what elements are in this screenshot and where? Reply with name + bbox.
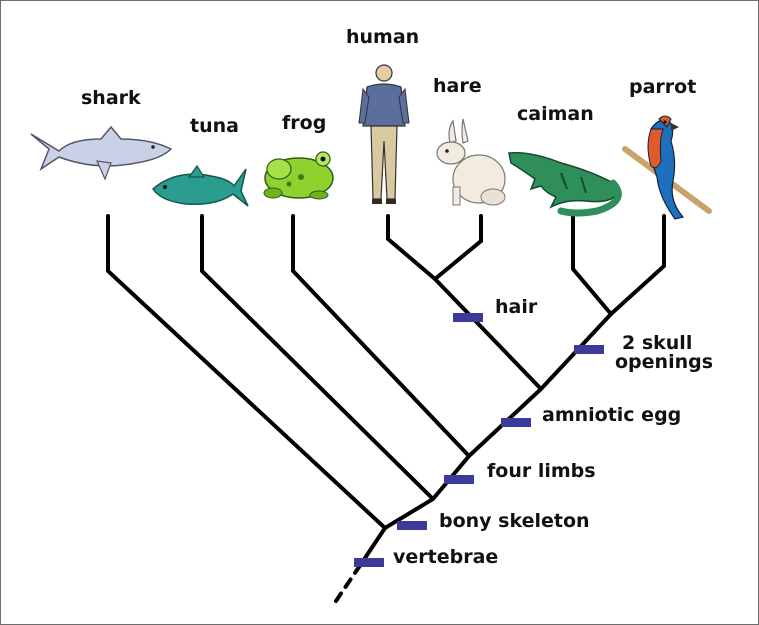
marker-four-limbs: [444, 475, 474, 484]
branch-caiman: [571, 214, 613, 316]
branch-hare: [433, 214, 483, 281]
trait-label-skull-openings-line1: 2 skull: [622, 332, 692, 354]
taxon-label-shark: shark: [81, 87, 141, 109]
trait-label-amniotic-egg: amniotic egg: [542, 404, 681, 426]
marker-skull-openings: [574, 345, 604, 354]
human-illustration: [358, 64, 410, 204]
trait-label-skull-openings-line2: openings: [615, 351, 713, 373]
trait-labels: vertebrae bony skeleton four limbs amnio…: [393, 296, 713, 568]
taxon-label-human: human: [346, 26, 419, 48]
taxon-label-tuna: tuna: [190, 115, 239, 137]
caiman-illustration: [508, 151, 622, 217]
trait-label-vertebrae: vertebrae: [393, 546, 498, 568]
frog-illustration: [263, 151, 334, 200]
taxon-label-caiman: caiman: [517, 103, 594, 125]
trait-label-bony-skeleton: bony skeleton: [439, 510, 590, 532]
trait-label-hair: hair: [495, 296, 538, 318]
tuna-illustration: [152, 164, 249, 207]
parrot-illustration: [622, 115, 712, 220]
taxon-labels: shark tuna frog human hare caiman parrot: [81, 26, 696, 137]
shark-illustration: [30, 125, 173, 181]
taxon-label-parrot: parrot: [629, 76, 696, 98]
branches: [106, 214, 666, 603]
hare-illustration: [436, 118, 506, 206]
taxon-label-frog: frog: [282, 112, 326, 134]
trait-markers: [354, 313, 604, 567]
marker-vertebrae: [354, 558, 384, 567]
branch-tuna: [200, 214, 435, 501]
branch-human: [386, 214, 437, 281]
branch-mammal-stem: [433, 277, 543, 391]
marker-bony-skeleton: [397, 521, 427, 530]
marker-hair: [453, 313, 483, 322]
branch-shark: [106, 214, 387, 530]
branch-parrot: [609, 214, 666, 316]
taxon-label-hare: hare: [433, 75, 482, 97]
marker-amniotic-egg: [501, 418, 531, 427]
root-dashed: [334, 565, 361, 603]
branch-frog: [291, 214, 471, 458]
trait-label-four-limbs: four limbs: [487, 460, 596, 482]
